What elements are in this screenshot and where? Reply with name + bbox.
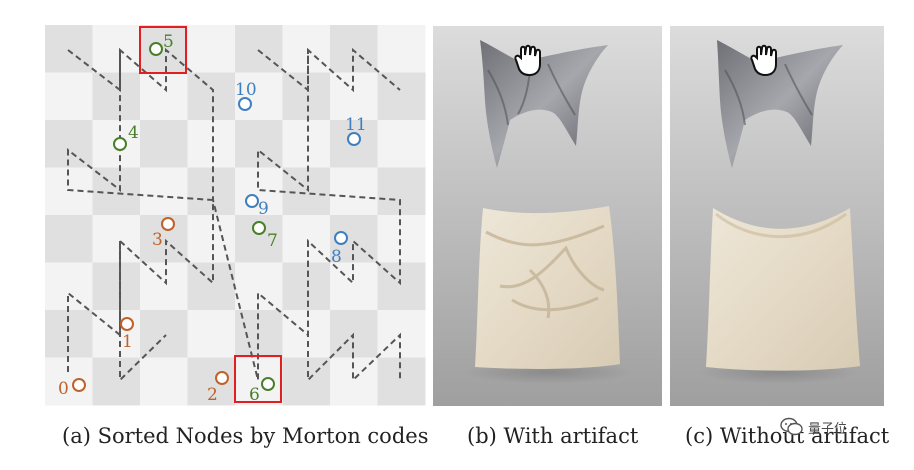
grid-cell [235,262,283,311]
grid-cell [45,357,93,406]
grid-cell [92,310,141,358]
grid-cell [140,167,188,216]
highlight-box-node-6 [234,355,282,403]
panel-b-with-artifact [433,26,662,406]
grid-cell [235,25,283,73]
node-2-marker [215,371,229,385]
node-0-label: 0 [58,379,69,399]
z-order-path [67,49,121,93]
caption-b: (b) With artifact [467,424,639,448]
panel-c-without-artifact [670,26,884,406]
grid-cell [45,72,93,121]
grid-cell [282,310,331,358]
node-11-label: 11 [345,115,367,135]
node-7-label: 7 [267,231,278,251]
highlight-boxes [139,26,282,403]
grid-cell [282,357,331,406]
node-4-marker [113,137,127,151]
grid-cell [187,215,236,263]
grid-cell [330,262,378,311]
checkerboard-grid [45,25,426,406]
node-3-label: 3 [152,230,163,250]
grid-cell [187,167,236,216]
grid-cell [282,72,331,121]
grid-cell [140,120,188,168]
node-4-label: 4 [128,123,139,143]
grid-cell [282,262,331,311]
grid-cell [282,25,331,73]
grid-cell [377,25,426,73]
highlight-box-node-5 [139,26,187,74]
grid-cell [377,167,426,216]
node-1-label: 1 [122,332,133,352]
node-9-label: 9 [258,199,269,219]
node-8-label: 8 [331,247,342,267]
z-order-path [67,47,401,381]
node-1-marker [120,317,134,331]
node-10-label: 10 [235,80,257,100]
linen-sag [715,212,847,239]
node-0-marker [72,378,86,392]
grid-cell [377,120,426,168]
grid-cell [282,120,331,168]
node-7-marker [252,221,266,235]
grid-cell [140,72,188,121]
grid-cell [92,72,141,121]
grid-cell [92,357,141,406]
watermark-text: 量子位 [808,422,848,437]
node-10-marker [238,97,252,111]
hand-cursor-icon [514,44,541,77]
node-5-label: 5 [163,32,174,52]
grid-cell [140,357,188,406]
node-8-marker [334,231,348,245]
grid-cell [187,25,236,73]
wechat-icon [780,417,803,436]
node-3-marker [161,217,175,231]
linen-wrinkles [485,224,605,319]
grid-cell [377,215,426,263]
silk-cloth [480,40,608,168]
grid-cell [235,72,283,121]
grid-cell [140,25,188,73]
caption-a: (a) Sorted Nodes by Morton codes [62,424,429,448]
grid-cell [330,167,378,216]
grid-cell [45,262,93,311]
morton-curve [67,47,401,383]
silk-folds [724,63,813,126]
node-11-marker [347,132,361,146]
grid-cell [92,25,141,73]
node-2-label: 2 [207,385,218,405]
z-order-path [257,49,309,93]
grid-cell [377,72,426,121]
grid-cell [140,310,188,358]
grid-cell [187,310,236,358]
grid-cell [377,357,426,406]
grid-cell [45,215,93,263]
node-6-label: 6 [249,385,260,405]
grid-cell [45,25,93,73]
hand-cursor-icon [750,44,777,77]
silk-cloth [717,40,843,168]
grid-cell [140,262,188,311]
grid-cell [92,262,141,311]
z-order-path [119,241,167,383]
node-9-marker [245,194,259,208]
panel-a-morton-diagram: 0 1 2 3 4 5 6 7 8 9 10 11 [45,25,426,406]
linen-cloth-smooth [706,208,860,371]
node-markers: 0 1 2 3 4 5 6 7 8 9 10 11 [58,32,367,405]
grid-cell [187,72,236,121]
linen-cloth-wrinkled [475,206,620,369]
caption-c: (c) Without artifact [685,424,890,448]
grid-cell [92,215,141,263]
grid-cell [282,215,331,263]
z-order-path [307,241,401,383]
grid-cell [187,120,236,168]
node-6-marker [261,377,275,391]
grid-cell [187,262,236,311]
node-5-marker [149,42,163,56]
grid-cell [235,120,283,168]
